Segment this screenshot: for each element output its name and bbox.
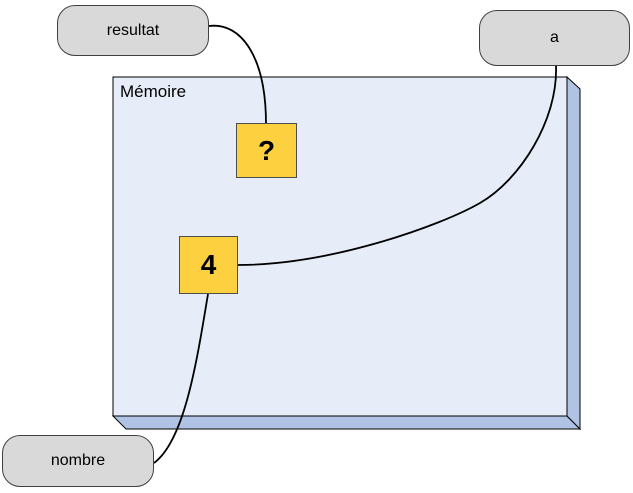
variable-tag-resultat-label: resultat xyxy=(106,21,160,39)
memory-cell-unknown-value: ? xyxy=(257,134,276,166)
connector-resultat-to-cell xyxy=(208,24,267,125)
connector-a-to-cell xyxy=(237,65,557,266)
connector-nombre-to-cell xyxy=(153,293,209,464)
variable-tag-a-label: a xyxy=(550,29,559,46)
variable-tag-a: a xyxy=(479,10,630,66)
variable-tag-nombre: nombre xyxy=(2,435,154,487)
memory-box-right-face xyxy=(566,75,581,431)
memory-cell-four: 4 xyxy=(179,236,238,294)
variable-tag-resultat: resultat xyxy=(57,5,209,56)
variable-tag-nombre-label: nombre xyxy=(50,452,106,469)
memory-box-bottom-face xyxy=(111,415,582,430)
memory-cell-unknown: ? xyxy=(236,123,297,178)
memory-title: Mémoire xyxy=(120,82,187,101)
memory-cell-four-value: 4 xyxy=(200,249,217,280)
